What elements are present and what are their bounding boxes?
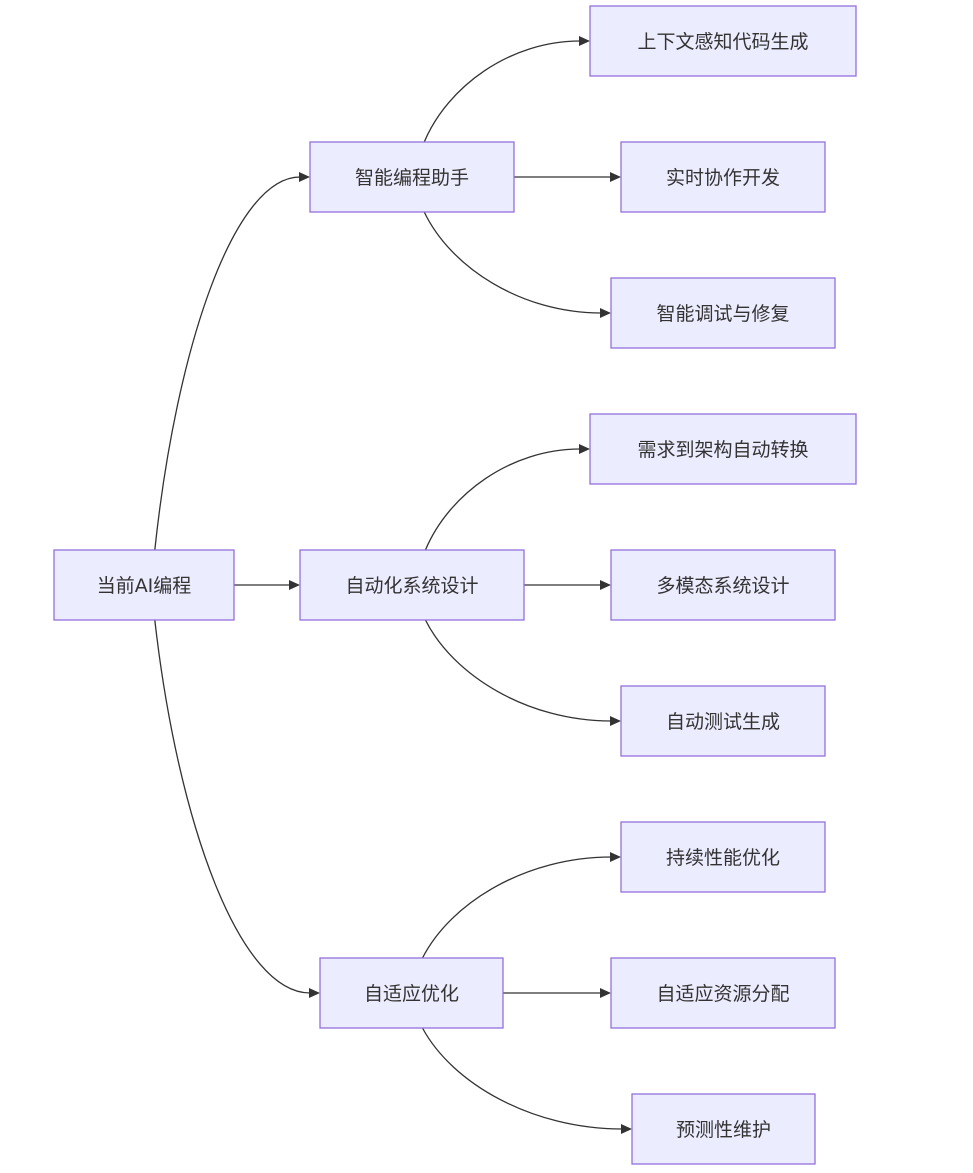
node-label: 自适应优化 — [364, 983, 459, 1005]
node-box — [309, 141, 515, 213]
node-box — [620, 685, 826, 757]
node-label: 智能编程助手 — [355, 167, 469, 189]
node-label: 实时协作开发 — [666, 167, 780, 189]
node-box — [53, 549, 235, 621]
node-box — [620, 141, 826, 213]
arrowhead-ctx_codegen — [579, 36, 590, 46]
node-box — [319, 957, 504, 1029]
node-label: 需求到架构自动转换 — [637, 439, 808, 461]
arrowhead-multimodal — [600, 580, 611, 590]
node-box — [631, 1093, 816, 1165]
arrowhead-auto_test — [610, 716, 621, 726]
node-auto-test: 自动测试生成 — [620, 685, 826, 757]
node-box — [299, 549, 525, 621]
node-box — [610, 957, 836, 1029]
arrowhead-assistant — [299, 172, 310, 182]
node-req-arch: 需求到架构自动转换 — [589, 413, 857, 485]
node-box — [610, 549, 836, 621]
arrowhead-predictive_maint — [621, 1124, 632, 1134]
node-label: 自适应资源分配 — [656, 983, 789, 1005]
arrowhead-system_design — [289, 580, 300, 590]
edge-root-to-assistant — [154, 176, 301, 551]
node-multimodal: 多模态系统设计 — [610, 549, 836, 621]
node-label: 智能调试与修复 — [656, 303, 789, 325]
node-ctx-codegen: 上下文感知代码生成 — [589, 5, 857, 77]
node-root: 当前AI编程 — [53, 549, 235, 621]
arrowhead-resource_alloc — [600, 988, 611, 998]
node-box — [589, 413, 857, 485]
node-box — [610, 277, 836, 349]
node-box — [620, 821, 826, 893]
node-predictive-maint: 预测性维护 — [631, 1093, 816, 1165]
arrowhead-debug_fix — [600, 308, 611, 318]
edges-layer — [154, 36, 632, 1134]
edge-root-to-adaptive — [154, 619, 311, 994]
edge-adaptive-to-predictive_maint — [421, 1027, 623, 1130]
node-label: 自动测试生成 — [666, 711, 780, 733]
node-label: 多模态系统设计 — [656, 575, 789, 597]
node-label: 上下文感知代码生成 — [637, 31, 808, 53]
edge-adaptive-to-perf_opt — [421, 856, 612, 959]
node-label: 持续性能优化 — [666, 847, 780, 869]
edge-assistant-to-debug_fix — [423, 211, 602, 314]
edge-assistant-to-ctx_codegen — [423, 40, 581, 143]
node-adaptive: 自适应优化 — [319, 957, 504, 1029]
node-label: 当前AI编程 — [97, 575, 192, 597]
arrowhead-perf_opt — [610, 852, 621, 862]
node-realtime-collab: 实时协作开发 — [620, 141, 826, 213]
node-box — [589, 5, 857, 77]
edge-system_design-to-auto_test — [424, 619, 612, 722]
node-debug-fix: 智能调试与修复 — [610, 277, 836, 349]
node-label: 预测性维护 — [676, 1119, 771, 1141]
arrowhead-req_arch — [579, 444, 590, 454]
node-resource-alloc: 自适应资源分配 — [610, 957, 836, 1029]
node-label: 自动化系统设计 — [345, 575, 478, 597]
node-assistant: 智能编程助手 — [309, 141, 515, 213]
arrowhead-realtime_collab — [610, 172, 621, 182]
node-system-design: 自动化系统设计 — [299, 549, 525, 621]
arrowhead-adaptive — [309, 988, 320, 998]
node-perf-opt: 持续性能优化 — [620, 821, 826, 893]
edge-system_design-to-req_arch — [424, 448, 581, 551]
